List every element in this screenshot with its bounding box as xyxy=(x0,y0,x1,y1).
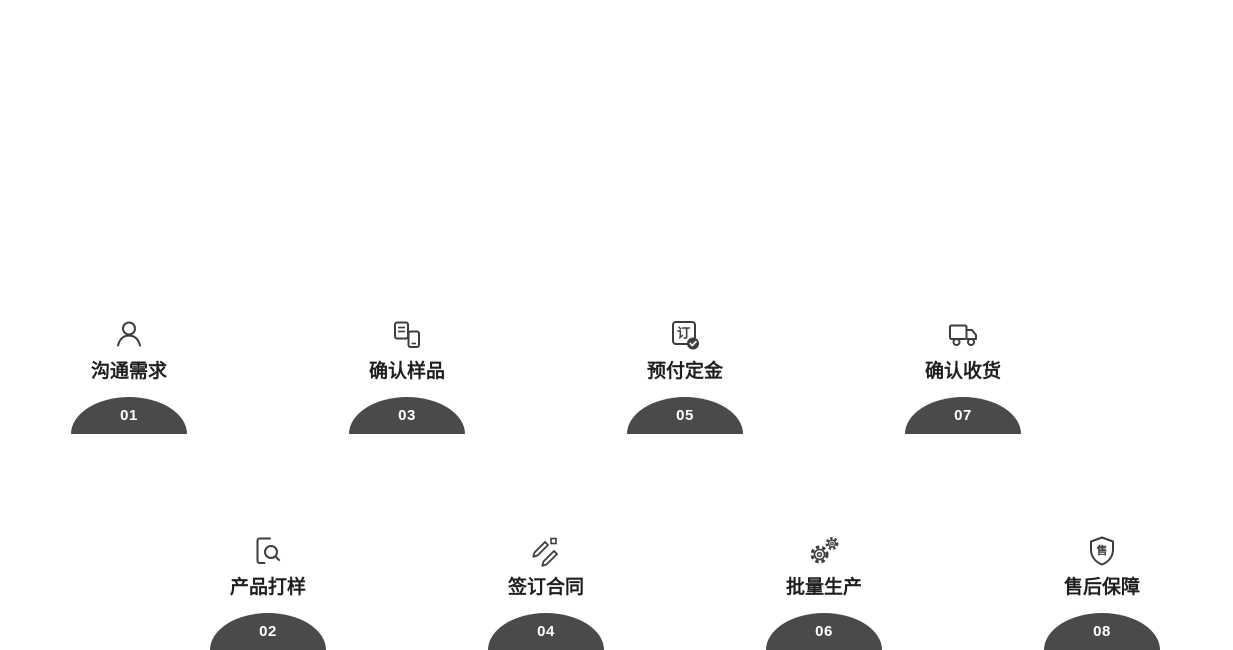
process-step-01: 沟通需求 01 xyxy=(71,316,187,434)
gears-icon xyxy=(807,532,841,570)
process-step-08: 售 售后保障 08 xyxy=(1044,532,1160,650)
step-label: 签订合同 xyxy=(507,577,584,598)
person-icon xyxy=(112,316,146,354)
process-step-07: 确认收货 07 xyxy=(905,316,1021,434)
step-label: 预付定金 xyxy=(646,361,723,382)
step-number-arc: 03 xyxy=(349,397,465,434)
step-number-arc: 02 xyxy=(210,613,326,650)
svg-text:售: 售 xyxy=(1096,543,1108,557)
step-label: 沟通需求 xyxy=(90,361,167,382)
sample-list-icon xyxy=(390,316,424,354)
svg-text:订: 订 xyxy=(677,326,690,341)
process-step-03: 确认样品 03 xyxy=(349,316,465,434)
step-number: 03 xyxy=(398,407,416,424)
step-number-arc: 08 xyxy=(1044,613,1160,650)
step-number-arc: 07 xyxy=(905,397,1021,434)
step-number: 02 xyxy=(259,623,277,640)
process-step-02: 产品打样 02 xyxy=(210,532,326,650)
step-number-arc: 04 xyxy=(488,613,604,650)
step-number-arc: 06 xyxy=(766,613,882,650)
step-number: 04 xyxy=(537,623,555,640)
process-step-06: 批量生产 06 xyxy=(766,532,882,650)
document-search-icon xyxy=(251,532,285,570)
step-number: 01 xyxy=(120,407,138,424)
step-label: 产品打样 xyxy=(229,577,306,598)
process-step-05: 订 预付定金 05 xyxy=(627,316,743,434)
step-label: 确认样品 xyxy=(368,361,445,382)
step-label: 确认收货 xyxy=(924,361,1001,382)
order-check-icon: 订 xyxy=(668,316,702,354)
step-number: 07 xyxy=(954,407,972,424)
step-label: 售后保障 xyxy=(1063,577,1140,598)
shield-icon: 售 xyxy=(1085,532,1119,570)
step-number-arc: 01 xyxy=(71,397,187,434)
step-number: 05 xyxy=(676,407,694,424)
step-label: 批量生产 xyxy=(785,577,862,598)
step-number: 06 xyxy=(815,623,833,640)
process-step-04: 签订合同 04 xyxy=(488,532,604,650)
step-number-arc: 05 xyxy=(627,397,743,434)
truck-icon xyxy=(946,316,980,354)
sign-pens-icon xyxy=(529,532,563,570)
step-number: 08 xyxy=(1093,623,1111,640)
